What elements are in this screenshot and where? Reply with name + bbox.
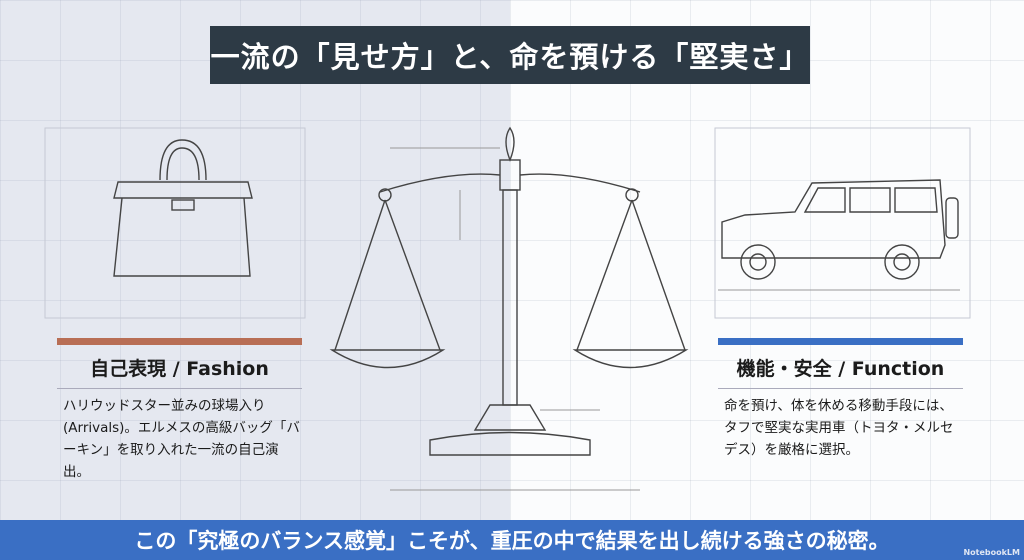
- page-title: 一流の「見せ方」と、命を預ける「堅実さ」: [210, 26, 810, 84]
- fashion-heading: 自己表現 / Fashion: [57, 345, 302, 389]
- suv-car-icon: [714, 127, 971, 319]
- function-accent-bar: [718, 338, 963, 345]
- handbag-icon: [44, 127, 306, 319]
- left-background: [0, 0, 510, 520]
- balance-scale-icon: [329, 126, 689, 491]
- function-body: 命を預け、体を休める移動手段には、タフで堅実な実用車（トヨタ・メルセデス）を厳格…: [724, 398, 954, 458]
- banner-text: この「究極のバランス感覚」こそが、重圧の中で結果を出し続ける強さの秘密。: [134, 529, 890, 553]
- bottom-banner: この「究極のバランス感覚」こそが、重圧の中で結果を出し続ける強さの秘密。 Not…: [0, 520, 1024, 560]
- right-background: [510, 0, 1024, 520]
- fashion-card: 自己表現 / Fashion ハリウッドスター並みの球場入り(Arrivals)…: [57, 338, 302, 483]
- function-heading: 機能・安全 / Function: [718, 345, 963, 389]
- function-card: 機能・安全 / Function 命を預け、体を休める移動手段には、タフで堅実な…: [718, 338, 963, 461]
- fashion-accent-bar: [57, 338, 302, 345]
- watermark: NotebookLM: [963, 548, 1020, 557]
- fashion-body: ハリウッドスター並みの球場入り(Arrivals)。エルメスの高級バッグ「バーキ…: [63, 398, 300, 480]
